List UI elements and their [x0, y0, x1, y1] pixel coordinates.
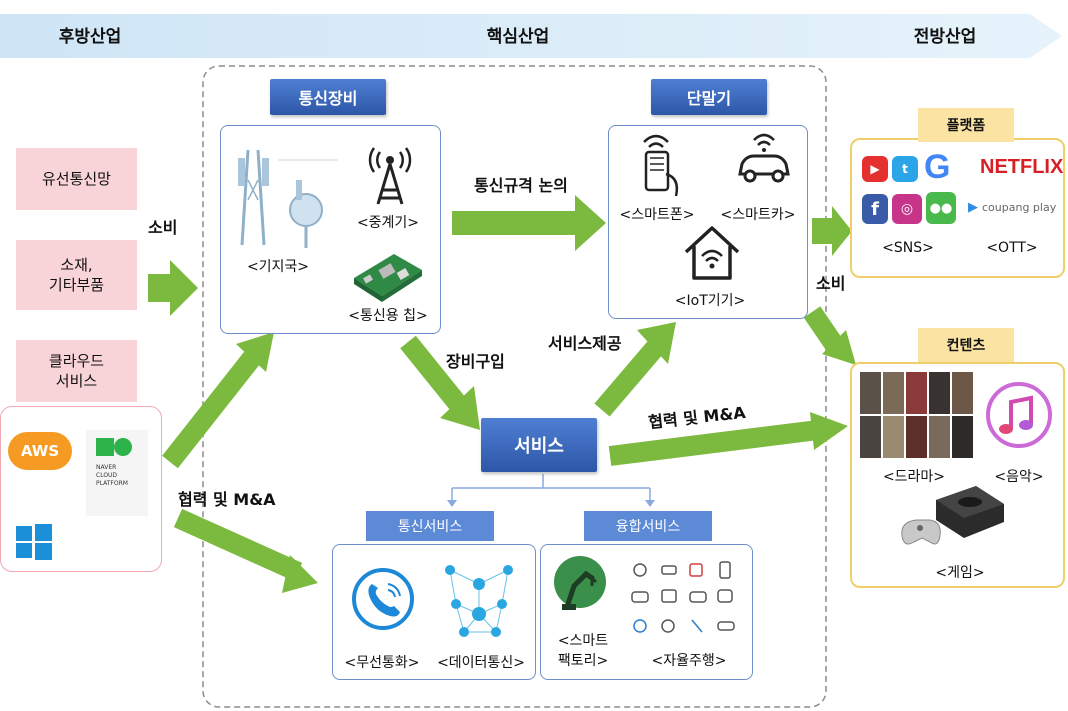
arrow-label-purchase: 장비구입: [446, 352, 505, 371]
iot-house-icon: [684, 226, 740, 280]
smartphone-label: <스마트폰>: [619, 207, 695, 223]
base-station-label: <기지국>: [246, 259, 310, 275]
naver-logo-mark-round: [114, 438, 132, 456]
service-title: 서비스: [481, 418, 597, 472]
car-wifi-icon: [738, 133, 790, 183]
google-icon: G: [924, 148, 951, 186]
coupang-play-text: coupang play: [982, 201, 1057, 214]
value-chain-banner-arrow: [0, 14, 1062, 58]
arrow-label-provide: 서비스제공: [548, 334, 622, 353]
platform-title-text: 플랫폼: [946, 118, 986, 134]
youtube-icon: ▶: [862, 156, 888, 182]
ott-label: <OTT>: [986, 240, 1038, 256]
arrow-label-consume-left: 소비: [148, 218, 178, 237]
naver-logo-text-3: PLATFORM: [96, 480, 128, 487]
materials-box: 소재, 기타부품: [16, 240, 137, 310]
equipment-title: 통신장비: [270, 79, 386, 115]
facebook-icon: f: [862, 194, 888, 224]
service-branch-connector: [451, 474, 651, 502]
terminal-title-text: 단말기: [686, 89, 732, 108]
convergence-service-title-text: 융합서비스: [615, 519, 681, 535]
chip-label: <통신용 칩>: [348, 308, 428, 324]
drama-label: <드라마>: [882, 469, 946, 485]
arrow-consume-right-head: [822, 330, 856, 365]
robot-arm-icon: [554, 556, 606, 610]
game-label: <게임>: [935, 565, 985, 581]
arrow-label-coop-left: 협력 및 M&A: [178, 490, 276, 509]
telecom-service-title-text: 통신서비스: [397, 519, 463, 535]
network-icon: [445, 565, 513, 637]
coupang-play-icon: ▶: [968, 200, 978, 215]
arrow-consume-left: [148, 260, 198, 316]
repeater-label: <중계기>: [356, 215, 420, 231]
arrow-provide-head: [637, 322, 676, 364]
autonomous-grid-icon: [631, 561, 735, 633]
cloud-service-label-line2: 서비스: [55, 372, 98, 390]
arrow-provide-shaft: [594, 341, 663, 417]
stage-label-downstream: 전방산업: [913, 27, 977, 47]
contents-title-text: 컨텐츠: [946, 338, 986, 354]
service-title-text: 서비스: [514, 436, 564, 457]
aws-logo-text: AWS: [20, 442, 60, 460]
materials-label-line1: 소재,: [60, 255, 93, 274]
antenna-tower-icon: [368, 147, 412, 205]
music-note-icon: [986, 382, 1052, 448]
wechat-icon: ●●: [926, 192, 956, 224]
arrow-coop-right-shaft: [608, 420, 820, 466]
telecom-service-title: 통신서비스: [366, 511, 494, 541]
wifi-phone-icon: [643, 134, 679, 197]
arrow-purchase-shaft: [400, 335, 466, 411]
windows-cloud-icon: [16, 524, 52, 560]
cloud-service-label-line1: 클라우드: [48, 351, 105, 370]
smart-factory-label-line1: <스마트: [557, 633, 609, 649]
arrow-purchase-head: [440, 386, 480, 430]
game-console-icon: [901, 486, 1004, 545]
voice-call-label: <무선통화>: [344, 655, 420, 671]
arrow-cloud-up-shaft: [162, 351, 260, 469]
instagram-icon: ◎: [892, 194, 922, 224]
arrow-label-consume-right: 소비: [816, 274, 846, 293]
music-label: <음악>: [994, 469, 1044, 485]
platform-title: 플랫폼: [918, 108, 1014, 142]
coupang-play-logo: ▶ coupang play: [968, 200, 1056, 215]
arrow-standard: [452, 195, 606, 251]
netflix-logo: NETFLIX: [980, 156, 1064, 178]
convergence-service-title: 융합서비스: [584, 511, 712, 541]
autonomous-label: <자율주행>: [651, 653, 727, 669]
aws-logo: AWS: [8, 432, 72, 470]
contents-title: 컨텐츠: [918, 328, 1014, 362]
naver-logo-mark: [96, 438, 114, 456]
arrow-coop-left-shaft: [173, 508, 303, 582]
arrow-cloud-up-head: [236, 332, 274, 372]
stage-label-core: 핵심산업: [486, 27, 550, 47]
phone-call-icon: [352, 568, 414, 630]
wired-network-box: 유선통신망: [16, 148, 137, 210]
terminal-title: 단말기: [651, 79, 767, 115]
naver-cloud-logo: NAVER CLOUD PLATFORM: [86, 430, 148, 516]
smart-factory-label-line2: 팩토리>: [557, 653, 609, 669]
arrow-coop-left-head: [282, 555, 318, 593]
cloud-service-box: 클라우드 서비스: [16, 340, 137, 402]
core-industry-region: [202, 65, 827, 708]
arrow-to-platform: [812, 206, 852, 256]
wired-network-label: 유선통신망: [41, 169, 111, 188]
equipment-title-text: 통신장비: [298, 89, 358, 108]
drama-posters-icon: [860, 372, 973, 458]
stage-label-upstream: 후방산업: [58, 27, 122, 47]
naver-logo-text-2: CLOUD: [96, 472, 118, 479]
naver-logo-text-1: NAVER: [96, 464, 117, 471]
data-comm-label: <데이터통신>: [437, 655, 525, 671]
arrow-coop-right-head: [810, 412, 848, 450]
twitter-icon: t: [892, 156, 918, 182]
chip-board-icon: [354, 254, 422, 302]
sns-label: <SNS>: [882, 240, 934, 256]
iot-label: <IoT기기>: [674, 293, 746, 309]
base-station-icon: [238, 149, 338, 248]
materials-label-line2: 기타부품: [48, 276, 105, 294]
smartcar-label: <스마트카>: [720, 207, 796, 223]
arrow-label-standard: 통신규격 논의: [474, 176, 568, 195]
